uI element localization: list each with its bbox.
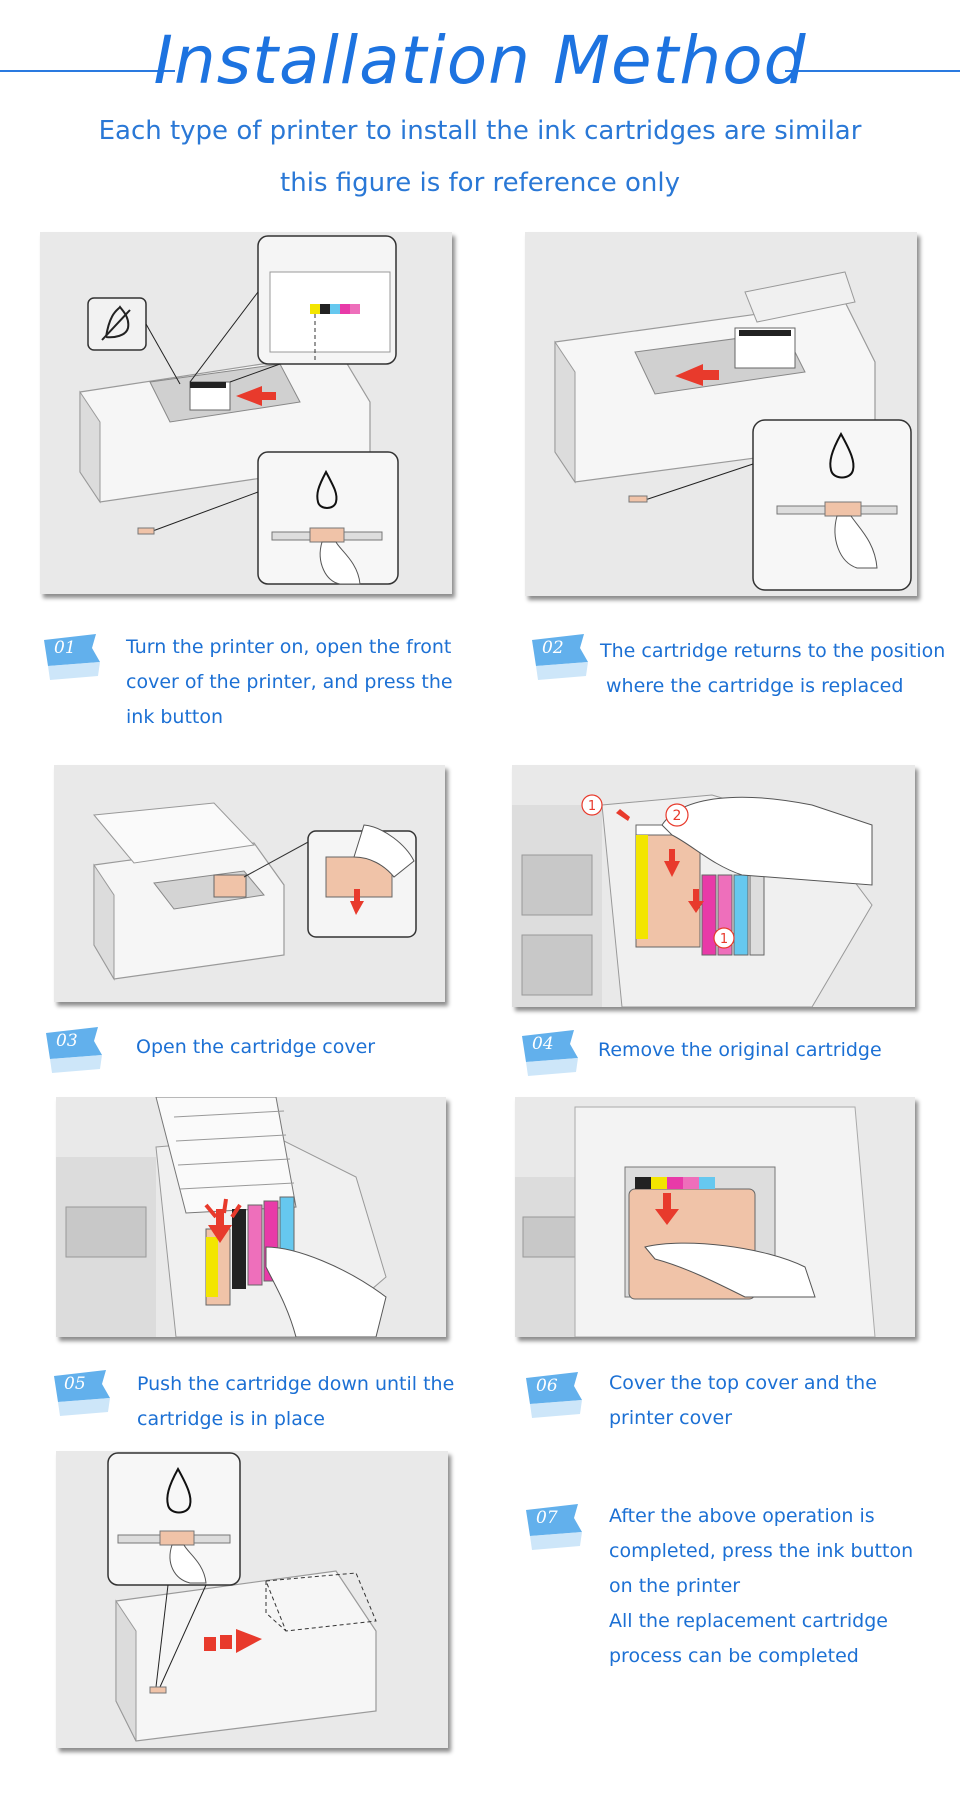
illustration-step-03 <box>54 765 445 1002</box>
illustration-step-05 <box>56 1097 446 1337</box>
illustration-step-07 <box>56 1451 448 1748</box>
illustration-step-01 <box>40 232 452 594</box>
step-number: 02 <box>542 638 564 658</box>
subtitle-line-2: this figure is for reference only <box>280 168 680 198</box>
callout-marker: 2 <box>673 808 682 824</box>
step-badge-04: 04 <box>518 1028 580 1078</box>
step-number: 06 <box>536 1376 558 1396</box>
callout-marker: 1 <box>720 932 728 947</box>
step-number: 07 <box>536 1508 558 1528</box>
step-badge-03: 03 <box>42 1025 104 1075</box>
step-badge-01: 01 <box>40 632 102 682</box>
callout-marker: 1 <box>588 799 596 814</box>
page-title: Installation Method <box>153 22 807 99</box>
step-badge-07: 07 <box>522 1502 584 1552</box>
subtitle-line-1: Each type of printer to install the ink … <box>98 116 862 146</box>
step-text-05: Push the cartridge down until the cartri… <box>137 1373 455 1430</box>
step-number: 03 <box>56 1031 78 1051</box>
illustration-step-06 <box>515 1097 915 1337</box>
step-text-07: After the above operation is completed, … <box>609 1505 914 1667</box>
illustration-step-02 <box>525 232 917 596</box>
step-text-01: Turn the printer on, open the front cove… <box>126 636 453 728</box>
step-text-04: Remove the original cartridge <box>598 1039 882 1061</box>
step-badge-02: 02 <box>528 632 590 682</box>
title-rule-right <box>785 70 960 72</box>
step-text-06: Cover the top cover and the printer cove… <box>609 1372 877 1429</box>
title-rule-left <box>0 70 175 72</box>
step-number: 01 <box>54 638 76 658</box>
illustration-step-04: 1 2 1 <box>512 765 915 1007</box>
step-text-03: Open the cartridge cover <box>136 1036 376 1058</box>
step-badge-05: 05 <box>50 1368 112 1418</box>
step-number: 04 <box>532 1034 554 1054</box>
step-number: 05 <box>64 1374 86 1394</box>
step-badge-06: 06 <box>522 1370 584 1420</box>
step-text-02: The cartridge returns to the position wh… <box>600 640 946 697</box>
